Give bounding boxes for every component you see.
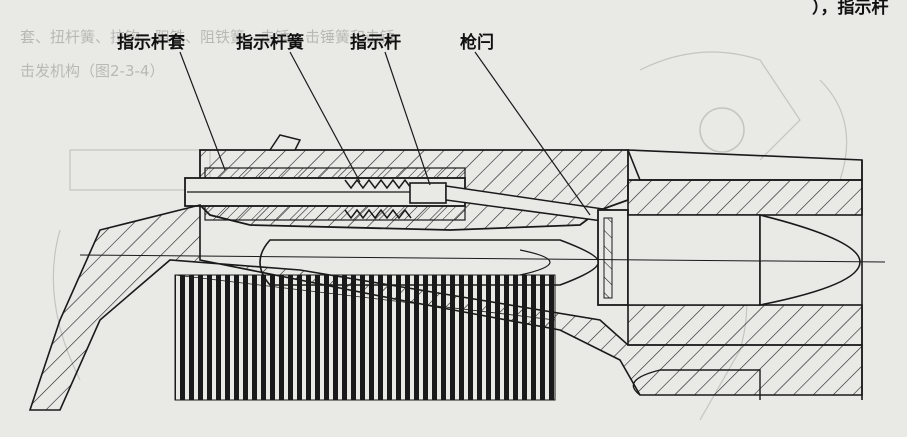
- bleed-text-line2: 击发机构（图2-3-4）: [20, 62, 164, 80]
- sight-block: [268, 134, 302, 151]
- cut-text-top-right: ），指示杆: [812, 0, 889, 18]
- bore-axis-line: [79, 254, 886, 263]
- grip-serrations: [174, 274, 556, 401]
- indicator-spring: [344, 178, 412, 220]
- indicator-rod: [187, 182, 611, 223]
- leader-lines: [179, 51, 591, 216]
- firing-pin-channel: [259, 239, 599, 286]
- label-indicator-spring: 指示杆簧: [236, 32, 304, 53]
- cartridge-bullet: [759, 213, 861, 306]
- bleed-text-line1: 套、扭杆簧、拉钩、阻铁、阻铁簧、击锤、击锤簧和击锤: [20, 28, 395, 46]
- bolt: [597, 209, 629, 306]
- label-indicator-sleeve: 指示杆套: [117, 32, 186, 53]
- barrel-chamber: [627, 160, 863, 400]
- label-indicator-rod: 指示杆: [350, 32, 401, 53]
- label-bolt: 枪闩: [460, 32, 494, 53]
